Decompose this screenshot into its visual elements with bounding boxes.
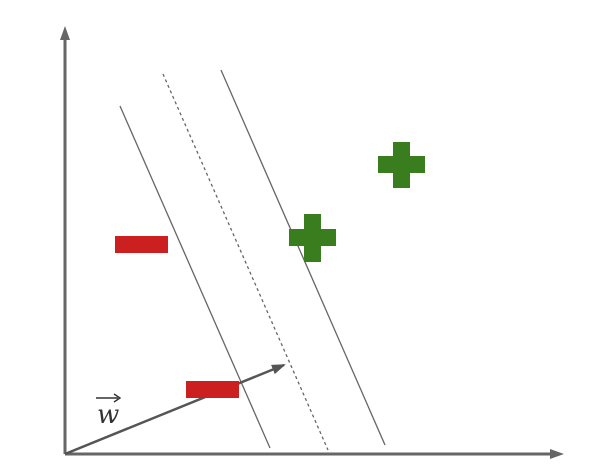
svg-text:w: w	[97, 400, 119, 430]
weight-vector-arrow	[64, 363, 286, 456]
negative-sample-minus-icon	[115, 236, 168, 253]
negative-sample-minus-icon	[186, 381, 239, 398]
negative-margin-line	[119, 105, 271, 449]
positive-margin-line	[220, 69, 386, 446]
weight-vector-label: w	[96, 393, 122, 430]
positive-sample-plus-icon	[378, 142, 425, 188]
decision-boundary-line	[162, 73, 329, 451]
positive-sample-plus-icon	[289, 214, 336, 262]
